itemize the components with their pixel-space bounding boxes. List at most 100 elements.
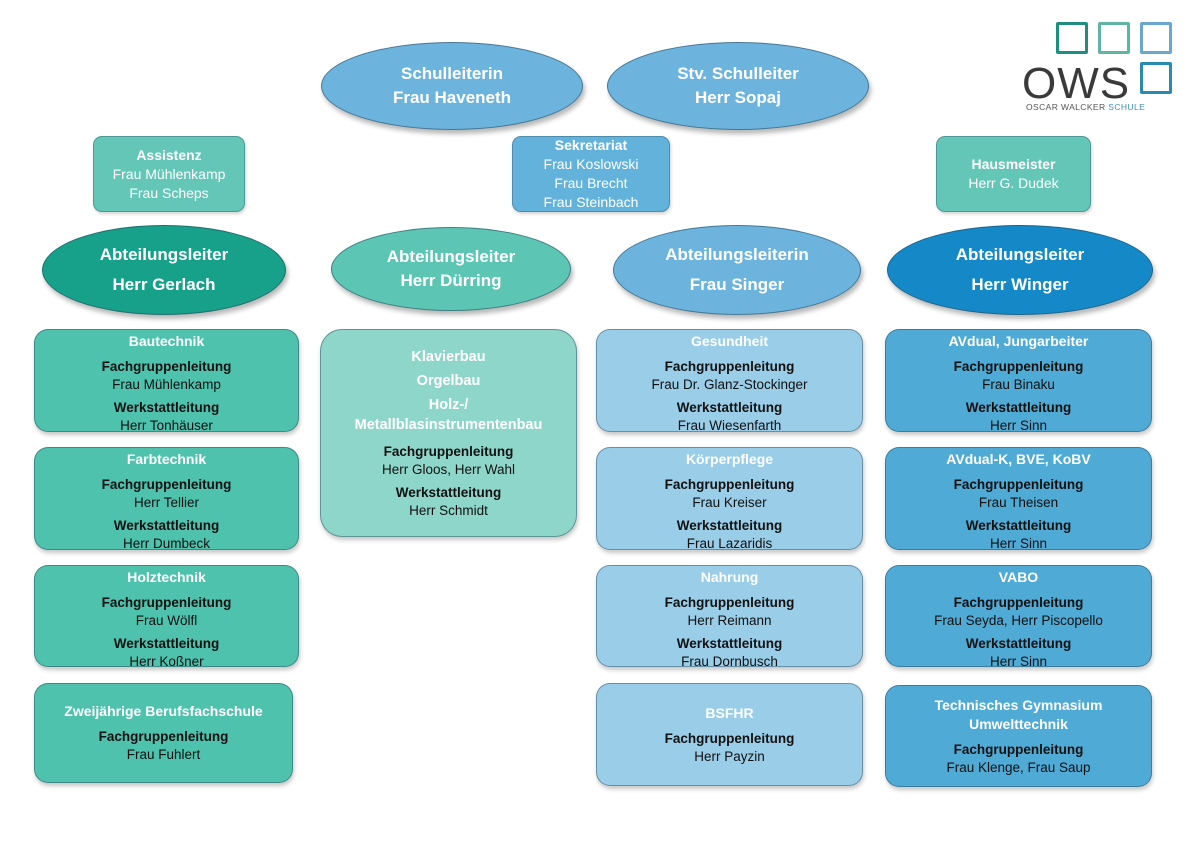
unit-title: Nahrung	[700, 569, 759, 585]
fg-label: Fachgruppenleitung	[664, 477, 795, 492]
fg-person: Frau Mühlenkamp	[112, 377, 221, 392]
unit-title: AVdual-K, BVE, KoBV	[946, 451, 1091, 467]
department-head-name: Frau Singer	[689, 275, 785, 294]
ws-person: Herr Sinn	[989, 654, 1048, 669]
department-head-title: Abteilungsleiter	[99, 245, 229, 264]
logo-square-icon	[1098, 22, 1130, 54]
unit-title: AVdual, Jungarbeiter	[948, 333, 1089, 349]
unit-instrumentenbau: Klavierbau Orgelbau Holz-/ Metallblasins…	[320, 329, 577, 537]
unit-avdual-k: AVdual-K, BVE, KoBV Fachgruppenleitung F…	[885, 447, 1152, 551]
assistenz-person: Frau Mühlenkamp	[112, 165, 226, 182]
fg-person: Herr Reimann	[687, 613, 772, 628]
unit-title: Körperpflege	[685, 451, 774, 467]
ws-label: Werkstattleitung	[965, 636, 1072, 651]
unit-koerperpflege: Körperpflege Fachgruppenleitung Frau Kre…	[596, 447, 863, 551]
unit-subject: Orgelbau	[416, 372, 481, 389]
fg-label: Fachgruppenleitung	[953, 741, 1084, 757]
ws-person: Herr Schmidt	[409, 502, 488, 518]
logo-subtitle-name: OSCAR WALCKER	[1026, 102, 1106, 112]
unit-bsfhr: BSFHR Fachgruppenleitung Herr Payzin	[596, 683, 863, 786]
fg-label: Fachgruppenleitung	[664, 359, 795, 374]
fg-label: Fachgruppenleitung	[664, 730, 795, 746]
fg-person: Herr Tellier	[133, 495, 199, 510]
school-head-node: Schulleiterin Frau Haveneth	[321, 42, 583, 130]
ws-person: Herr Dumbeck	[122, 536, 211, 551]
unit-avdual-jungarbeiter: AVdual, Jungarbeiter Fachgruppenleitung …	[885, 329, 1152, 433]
sekretariat-person: Frau Koslowski	[543, 156, 639, 172]
unit-technisches-gymnasium: Technisches Gymnasium Umwelttechnik Fach…	[885, 685, 1152, 787]
sekretariat-person: Frau Steinbach	[543, 194, 639, 210]
department-head-gerlach: Abteilungsleiter Herr Gerlach	[42, 225, 286, 315]
hausmeister-box: Hausmeister Herr G. Dudek	[936, 136, 1091, 212]
fg-label: Fachgruppenleitung	[101, 595, 232, 610]
unit-title: Bautechnik	[128, 333, 205, 349]
assistenz-person: Frau Scheps	[129, 184, 209, 201]
ws-person: Frau Lazaridis	[686, 536, 773, 551]
unit-farbtechnik: Farbtechnik Fachgruppenleitung Herr Tell…	[34, 447, 299, 551]
ows-logo: OWS OSCAR WALCKER SCHULE	[1018, 20, 1178, 115]
department-head-name: Herr Winger	[971, 275, 1069, 294]
department-head-title: Abteilungsleiterin	[665, 245, 809, 264]
ws-label: Werkstattleitung	[113, 400, 220, 415]
ws-label: Werkstattleitung	[676, 400, 783, 415]
deputy-head-name: Herr Sopaj	[695, 88, 781, 107]
unit-berufsfachschule: Zweijährige Berufsfachschule Fachgruppen…	[34, 683, 293, 783]
fg-person: Frau Fuhlert	[126, 747, 201, 762]
unit-title: BSFHR	[705, 704, 754, 721]
sekretariat-person: Frau Brecht	[554, 175, 628, 191]
assistenz-title: Assistenz	[136, 146, 202, 163]
ws-person: Herr Tonhäuser	[120, 418, 213, 433]
unit-subject: Holz-/	[428, 396, 469, 413]
ws-person: Herr Sinn	[989, 536, 1048, 551]
ws-person: Frau Dornbusch	[681, 654, 778, 669]
fg-label: Fachgruppenleitung	[101, 359, 232, 374]
department-head-title: Abteilungsleiter	[386, 247, 516, 266]
unit-title: Technisches Gymnasium	[934, 696, 1103, 713]
unit-subject: Klavierbau	[411, 348, 486, 365]
unit-title-line2: Umwelttechnik	[969, 715, 1068, 732]
unit-title: Farbtechnik	[126, 451, 207, 467]
fg-person: Herr Payzin	[694, 748, 765, 764]
ws-label: Werkstattleitung	[395, 484, 502, 500]
fg-label: Fachgruppenleitung	[101, 477, 232, 492]
logo-square-icon	[1140, 22, 1172, 54]
fg-person: Frau Dr. Glanz-Stockinger	[651, 377, 808, 392]
fg-person: Frau Klenge, Frau Saup	[946, 759, 1091, 775]
ws-label: Werkstattleitung	[965, 518, 1072, 533]
deputy-head-node: Stv. Schulleiter Herr Sopaj	[607, 42, 869, 130]
fg-person: Frau Wölfl	[135, 613, 198, 628]
department-head-singer: Abteilungsleiterin Frau Singer	[613, 225, 861, 315]
unit-nahrung: Nahrung Fachgruppenleitung Herr Reimann …	[596, 565, 863, 669]
ws-label: Werkstattleitung	[113, 518, 220, 533]
unit-title: Zweijährige Berufsfachschule	[64, 703, 263, 719]
fg-person: Frau Binaku	[982, 377, 1055, 392]
unit-subject: Metallblasinstrumentenbau	[354, 416, 543, 433]
hausmeister-person: Herr G. Dudek	[968, 175, 1059, 191]
sekretariat-box: Sekretariat Frau Koslowski Frau Brecht F…	[512, 136, 670, 212]
unit-gesundheit: Gesundheit Fachgruppenleitung Frau Dr. G…	[596, 329, 863, 433]
ws-label: Werkstattleitung	[676, 518, 783, 533]
fg-label: Fachgruppenleitung	[383, 443, 514, 459]
assistenz-box: Assistenz Frau Mühlenkamp Frau Scheps	[93, 136, 245, 212]
school-head-title: Schulleiterin	[400, 64, 504, 83]
fg-label: Fachgruppenleitung	[664, 595, 795, 610]
ws-person: Frau Wiesenfarth	[677, 418, 782, 433]
fg-label: Fachgruppenleitung	[953, 359, 1084, 374]
department-head-winger: Abteilungsleiter Herr Winger	[887, 225, 1153, 315]
fg-person: Frau Kreiser	[692, 495, 767, 510]
fg-person: Frau Seyda, Herr Piscopello	[934, 613, 1103, 628]
logo-square-icon	[1140, 62, 1172, 94]
logo-square-icon	[1056, 22, 1088, 54]
department-head-duerring: Abteilungsleiter Herr Dürring	[331, 227, 571, 311]
department-head-name: Herr Gerlach	[112, 275, 216, 294]
fg-person: Herr Gloos, Herr Wahl	[381, 461, 516, 477]
ws-person: Herr Sinn	[989, 418, 1048, 433]
department-head-name: Herr Dürring	[400, 271, 502, 290]
fg-label: Fachgruppenleitung	[98, 729, 229, 744]
ws-person: Herr Koßner	[129, 654, 204, 669]
unit-title: VABO	[998, 569, 1039, 585]
unit-title: Gesundheit	[690, 333, 768, 349]
unit-title: Holztechnik	[127, 569, 206, 585]
fg-label: Fachgruppenleitung	[953, 595, 1084, 610]
fg-label: Fachgruppenleitung	[953, 477, 1084, 492]
